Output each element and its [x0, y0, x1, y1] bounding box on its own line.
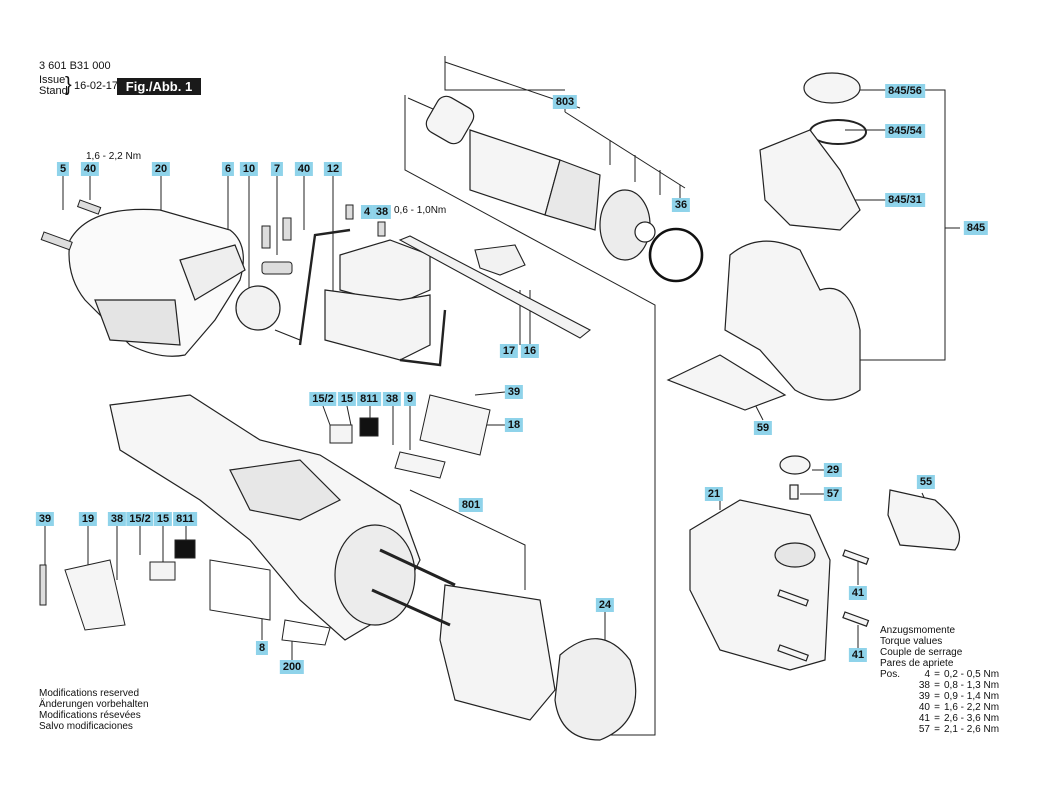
modifications-line: Änderungen vorbehalten	[39, 699, 149, 710]
callout-57: 57	[823, 487, 843, 501]
torque-value: 2,1 - 2,6 Nm	[944, 724, 1000, 735]
callout-38-left: 38	[107, 512, 127, 526]
torque-table: Anzugsmomente Torque values Couple de se…	[880, 625, 999, 735]
modifications-line: Modifications résevées	[39, 710, 141, 721]
torque-title-line: Couple de serrage	[880, 647, 963, 658]
torque-equals: =	[934, 702, 940, 713]
callout-4: 4	[360, 205, 374, 219]
torque-row: 38 = 0,8 - 1,3 Nm	[880, 680, 999, 691]
modifications-line: Salvo modificaciones	[39, 721, 133, 732]
torque-title-line: Pares de apriete	[880, 658, 954, 669]
part-number: 3 601 B31 000	[39, 60, 111, 72]
callout-18: 18	[504, 418, 524, 432]
callout-21: 21	[704, 487, 724, 501]
callout-29: 29	[823, 463, 843, 477]
torque-value: 0,8 - 1,3 Nm	[944, 680, 1000, 691]
torque-value: 1,6 - 2,2 Nm	[944, 702, 1000, 713]
callout-19: 19	[78, 512, 98, 526]
modifications-line: Modifications reserved	[39, 688, 140, 699]
torque-equals: =	[934, 724, 940, 735]
callout-7: 7	[270, 162, 284, 176]
callout-10: 10	[239, 162, 259, 176]
callout-15-top: 15	[337, 392, 357, 406]
torque-row: 40 = 1,6 - 2,2 Nm	[880, 702, 999, 713]
torque-pos: 4	[924, 669, 930, 680]
callout-15-left: 15	[153, 512, 173, 526]
callout-16: 16	[520, 344, 540, 358]
callout-200: 200	[279, 660, 305, 674]
figure-label: Fig./Abb. 1	[117, 78, 201, 95]
callout-38: 38	[372, 205, 392, 219]
callout-803: 803	[552, 95, 578, 109]
callout-9: 9	[403, 392, 417, 406]
torque-title-line: Anzugsmomente	[880, 625, 956, 636]
torque-equals: =	[934, 713, 940, 724]
torque-pos: 38	[918, 680, 930, 691]
torque-pos: 40	[918, 702, 930, 713]
torque-equals: =	[934, 691, 940, 702]
stand-label: Stand	[39, 85, 68, 97]
torque-pos-label: Pos.	[880, 669, 901, 680]
callout-41-lower: 41	[848, 648, 868, 662]
callout-40: 40	[80, 162, 100, 176]
torque-row: Pos. 4 = 0,2 - 0,5 Nm	[880, 669, 999, 680]
torque-pos: 39	[918, 691, 930, 702]
callout-15-2-left: 15/2	[126, 512, 154, 526]
callout-811-top: 811	[357, 392, 381, 406]
torque-row: 39 = 0,9 - 1,4 Nm	[880, 691, 999, 702]
issue-label: Issue	[39, 74, 66, 86]
callout-17: 17	[499, 344, 519, 358]
callout-39-top: 39	[504, 385, 524, 399]
callout-24: 24	[595, 598, 615, 612]
brace-mark: }	[65, 74, 72, 96]
torque-title-line: Torque values	[880, 636, 943, 647]
torque-value: 2,6 - 3,6 Nm	[944, 713, 1000, 724]
callout-801: 801	[458, 498, 484, 512]
callout-845-54: 845/54	[885, 124, 925, 138]
torque-note-top-left: 1,6 - 2,2 Nm	[86, 151, 142, 162]
callout-59: 59	[753, 421, 773, 435]
callout-55: 55	[916, 475, 936, 489]
callout-20: 20	[151, 162, 171, 176]
callout-845: 845	[963, 221, 989, 235]
torque-value: 0,9 - 1,4 Nm	[944, 691, 1000, 702]
callout-40b: 40	[294, 162, 314, 176]
callout-6: 6	[221, 162, 235, 176]
torque-row: 41 = 2,6 - 3,6 Nm	[880, 713, 999, 724]
callout-811-left: 811	[173, 512, 197, 526]
callout-15-2-top: 15/2	[309, 392, 337, 406]
callout-845-56: 845/56	[885, 84, 925, 98]
callout-845-31: 845/31	[885, 193, 925, 207]
callout-41-upper: 41	[848, 586, 868, 600]
torque-pos: 41	[918, 713, 930, 724]
callout-5: 5	[56, 162, 70, 176]
issue-date: 16-02-17	[74, 80, 119, 92]
callout-36: 36	[671, 198, 691, 212]
callout-39-left: 39	[35, 512, 55, 526]
callout-38-top: 38	[382, 392, 402, 406]
torque-value: 0,2 - 0,5 Nm	[944, 669, 1000, 680]
torque-row: 57 = 2,1 - 2,6 Nm	[880, 724, 999, 735]
callout-8: 8	[255, 641, 269, 655]
modifications-notice: Modifications reserved Änderungen vorbeh…	[39, 688, 149, 732]
torque-equals: =	[934, 669, 940, 680]
callout-12: 12	[323, 162, 343, 176]
torque-pos: 57	[918, 724, 930, 735]
torque-note-switch: 0,6 - 1,0Nm	[394, 205, 447, 216]
torque-equals: =	[934, 680, 940, 691]
